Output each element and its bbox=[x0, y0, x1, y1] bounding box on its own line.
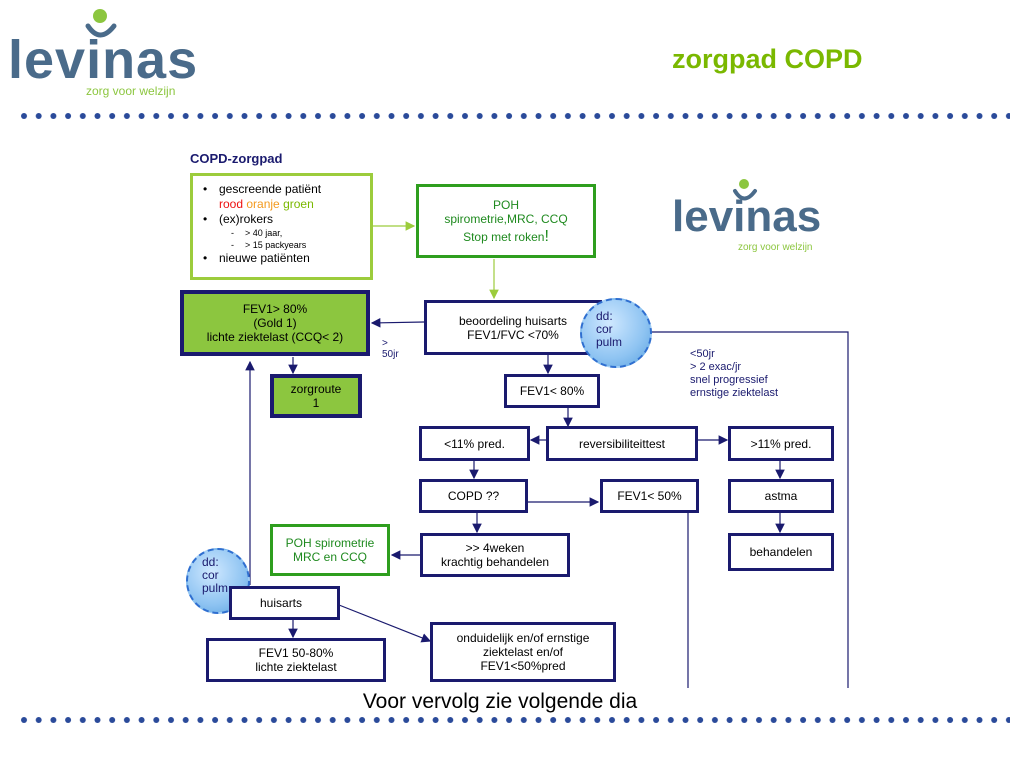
reversibility-test-box: reversibiliteittest bbox=[546, 426, 698, 461]
fev1-below-50-box: FEV1< 50% bbox=[600, 479, 699, 513]
color-green: groen bbox=[283, 197, 314, 211]
fev1-below-80-box: FEV1< 80% bbox=[504, 374, 600, 408]
astma-box: astma bbox=[728, 479, 834, 513]
poh-stop-smoking: Stop met roken! bbox=[463, 228, 549, 245]
poh-box: POH spirometrie,MRC, CCQ Stop met roken! bbox=[416, 184, 596, 258]
label-over-50: >50jr bbox=[382, 338, 399, 360]
levinas-inline-mark bbox=[733, 179, 757, 201]
poh-spirometry: spirometrie,MRC, CCQ bbox=[444, 212, 568, 226]
inline-tagline: zorg voor welzijn bbox=[738, 242, 813, 253]
criteria-age: > 40 jaar, bbox=[197, 227, 321, 239]
levinas-logo: levinas zorg voor welzijn bbox=[8, 4, 198, 100]
poh-title: POH bbox=[492, 198, 519, 212]
fev1-50-80-box: FEV1 50-80%lichte ziektelast bbox=[206, 638, 386, 682]
footer-note: Voor vervolg zie volgende dia bbox=[362, 690, 638, 713]
criteria-colors: rood oranje groen bbox=[197, 197, 321, 212]
above-11-pred-box: >11% pred. bbox=[728, 426, 834, 461]
diagram-heading: COPD-zorgpad bbox=[190, 151, 283, 166]
inline-wordmark: levinas bbox=[672, 192, 822, 241]
criteria-list: gescreende patiënt rood oranje groen (ex… bbox=[197, 182, 321, 266]
slide-title: zorgpad COPD bbox=[672, 44, 863, 74]
criteria-smokers: (ex)rokers bbox=[197, 212, 321, 227]
top-dot-divider bbox=[20, 112, 1010, 120]
logo-wordmark: levinas bbox=[8, 30, 199, 90]
fev80-box: FEV1> 80%(Gold 1)lichte ziektelast (CCQ<… bbox=[180, 290, 370, 356]
criteria-box: gescreende patiënt rood oranje groen (ex… bbox=[190, 173, 373, 280]
below-11-pred-box: <11% pred. bbox=[419, 426, 530, 461]
criteria-screened: gescreende patiënt bbox=[197, 182, 321, 197]
bottom-dot-divider bbox=[20, 716, 1010, 724]
levinas-logo-inline: levinas zorg voor welzijn bbox=[672, 176, 832, 260]
copd-box: COPD ?? bbox=[419, 479, 528, 513]
criteria-new-patients: nieuwe patiënten bbox=[197, 251, 321, 266]
logo-tagline: zorg voor welzijn bbox=[86, 84, 176, 98]
huisarts-box: huisarts bbox=[229, 586, 340, 620]
criteria-packyears: > 15 packyears bbox=[197, 239, 321, 251]
behandelen-box: behandelen bbox=[728, 533, 834, 571]
color-orange: oranje bbox=[246, 197, 280, 211]
levinas-logo-mark bbox=[85, 9, 117, 38]
color-red: rood bbox=[219, 197, 244, 211]
